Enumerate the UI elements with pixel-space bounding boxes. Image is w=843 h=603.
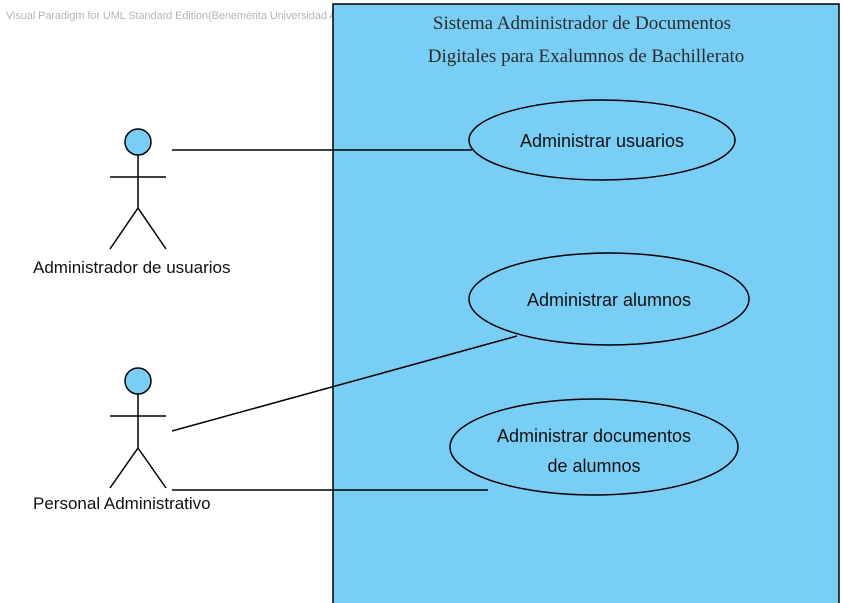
actor-label: Administrador de usuarios: [33, 258, 230, 277]
watermark-text: Visual Paradigm for UML Standard Edition…: [6, 10, 434, 22]
actor-left-leg: [109, 447, 139, 489]
use-case-administrar-usuarios[interactable]: Administrar usuarios: [468, 99, 736, 181]
use-case-label: Administrar alumnos: [527, 290, 691, 310]
use-case-label-line2: de alumnos: [547, 456, 640, 476]
actor-head-icon: [124, 128, 152, 156]
use-case-ellipse[interactable]: [449, 398, 739, 496]
actor-personal-administrativo[interactable]: [109, 367, 167, 489]
use-case-label-line1: Administrar documentos: [497, 426, 691, 446]
association-personal-alumnos[interactable]: [171, 335, 518, 432]
use-case-administrar-documentos[interactable]: Administrar documentos de alumnos: [449, 398, 739, 496]
use-case-ellipse[interactable]: [468, 252, 750, 346]
actor-right-leg: [137, 207, 167, 250]
actor-label: Personal Administrativo: [33, 494, 211, 513]
actor-head-icon: [124, 367, 152, 395]
actor-administrador-usuarios[interactable]: [109, 128, 167, 250]
actor-right-leg: [137, 447, 167, 489]
actor-left-leg: [109, 207, 139, 250]
use-case-label: Administrar usuarios: [520, 131, 684, 151]
system-title-line1: Sistema Administrador de Documentos: [433, 13, 731, 34]
use-case-ellipse[interactable]: [468, 99, 736, 181]
system-title-line2: Digitales para Exalumnos de Bachillerato: [428, 46, 745, 67]
use-case-administrar-alumnos[interactable]: Administrar alumnos: [468, 252, 750, 346]
